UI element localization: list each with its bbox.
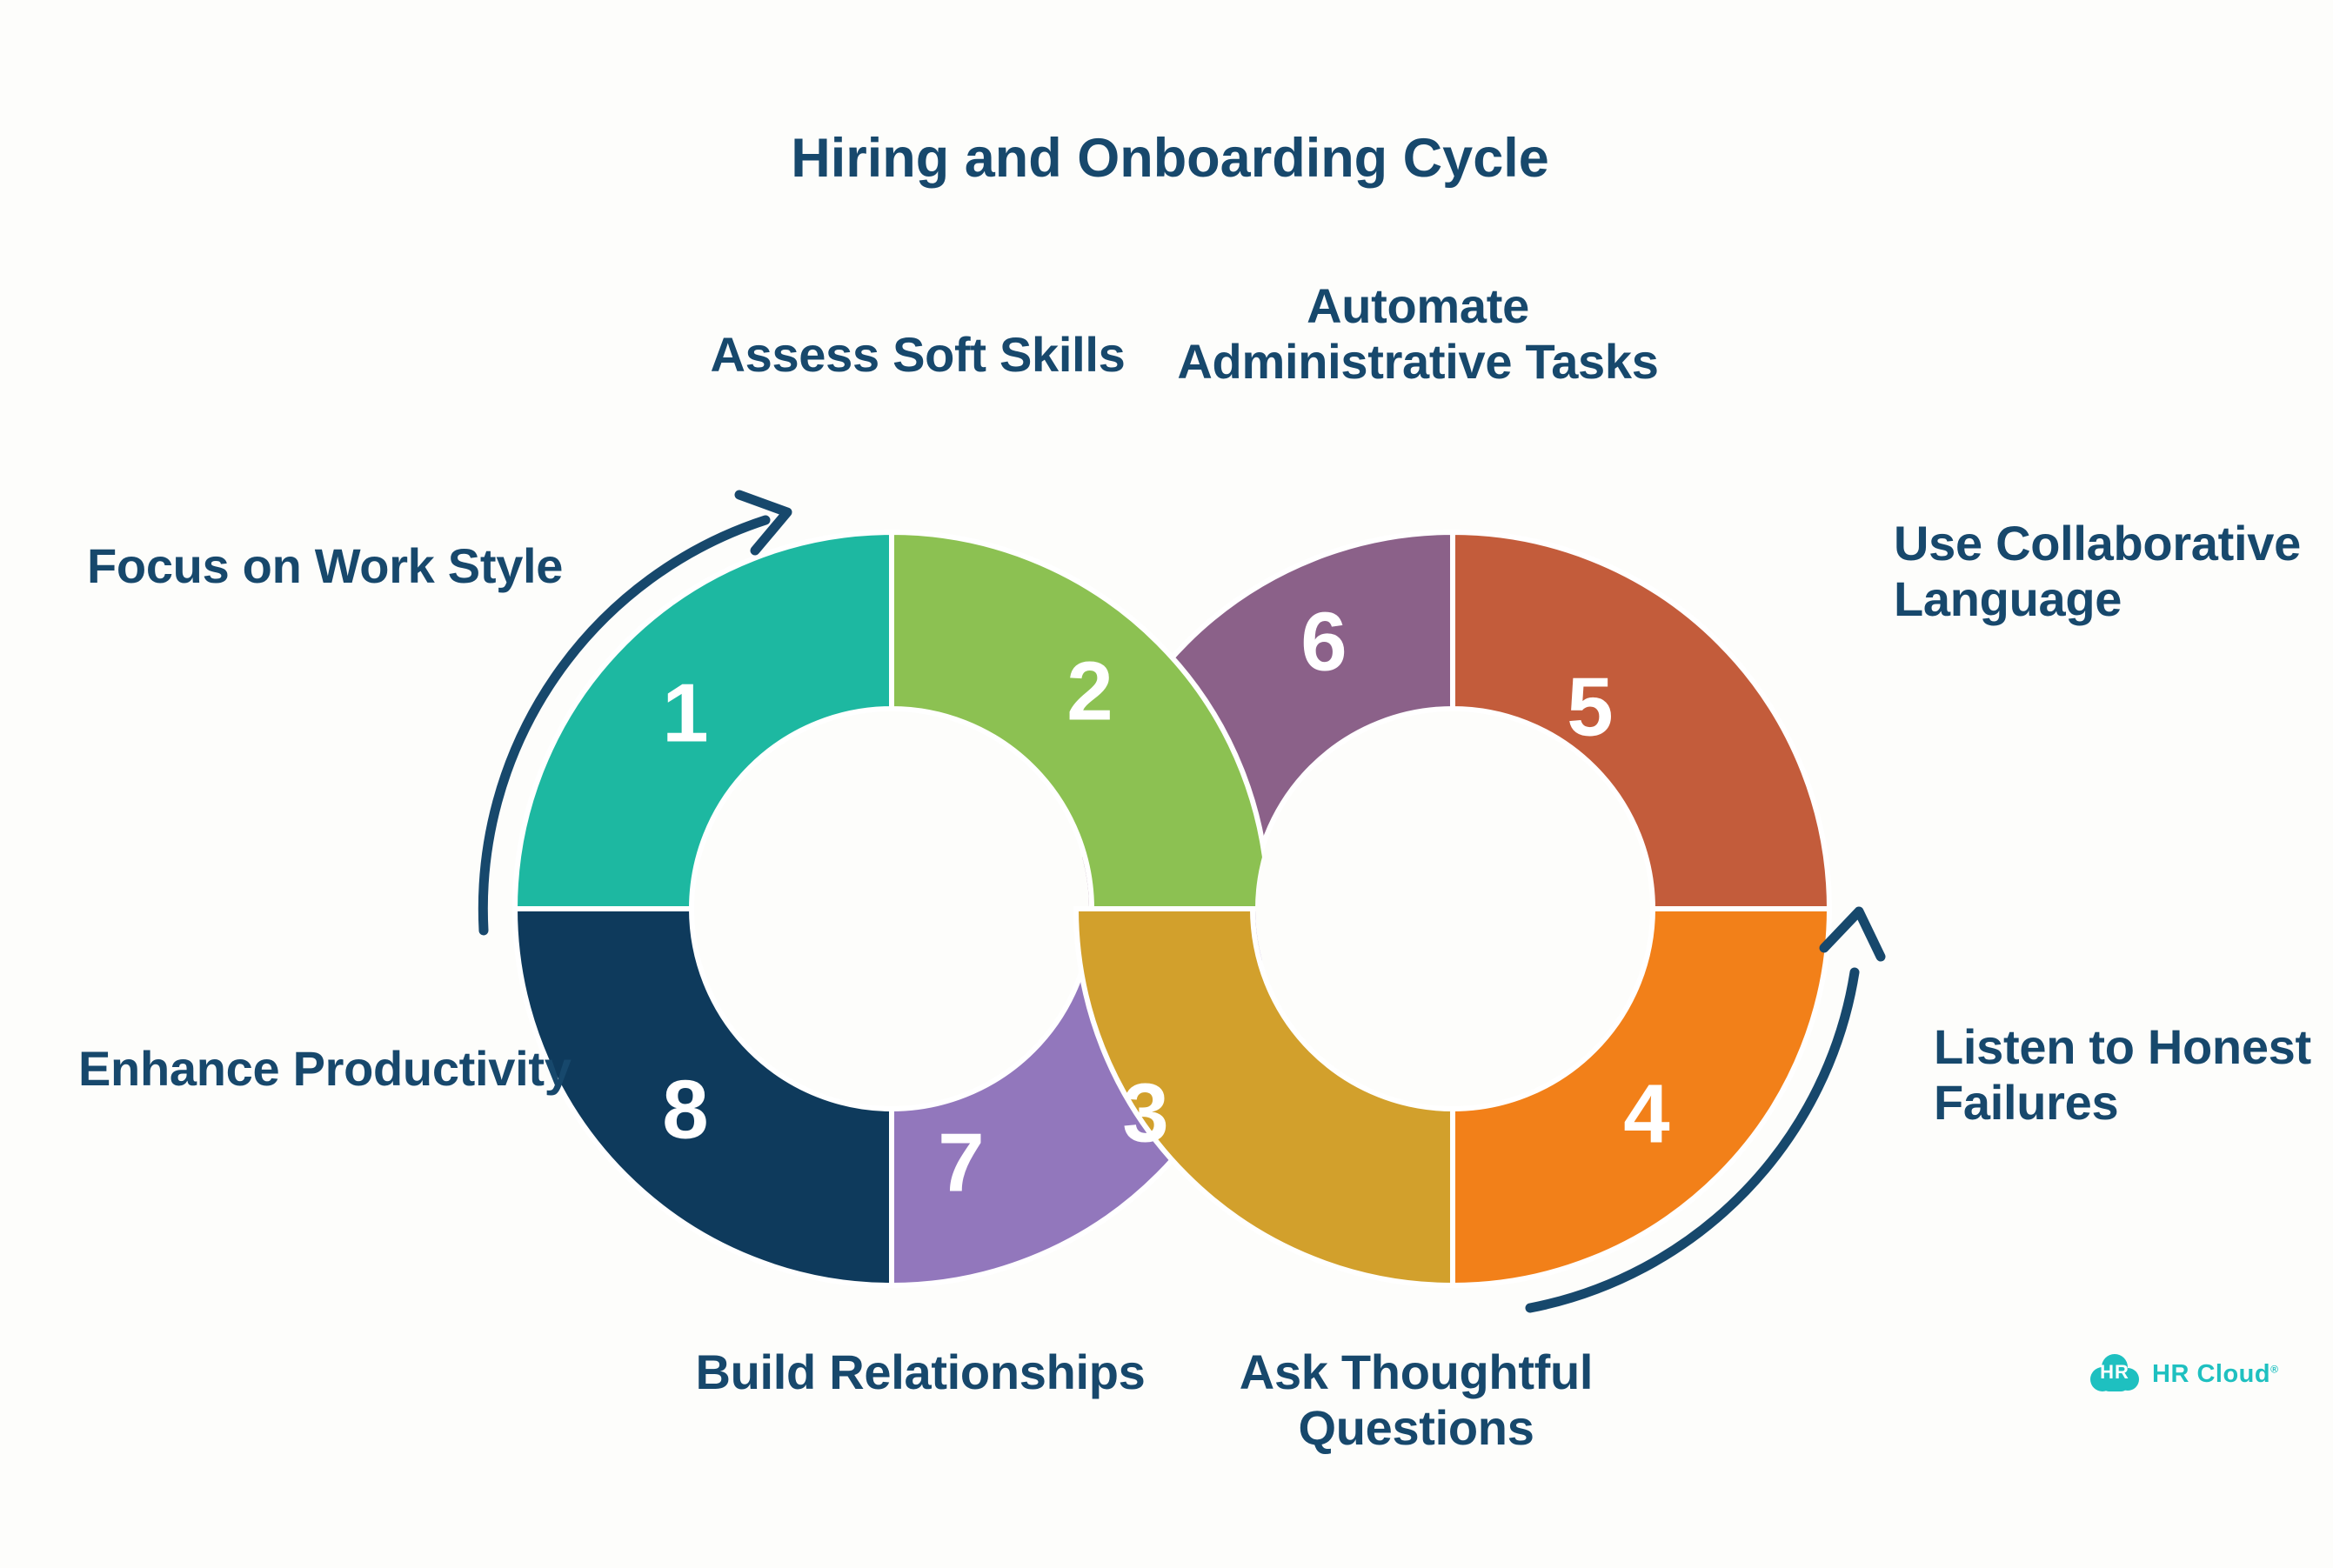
label-enhance-productivity: Enhance Productivity [78, 1041, 572, 1096]
registered-mark: ® [2270, 1362, 2279, 1375]
label-use-collaborative-language: Use Collaborative Language [1894, 516, 2301, 626]
cloud-icon [2090, 1354, 2139, 1391]
segment-5-collaborative [1450, 529, 1833, 911]
label-listen-to-honest-failures: Listen to Honest Failures [1934, 1019, 2311, 1130]
top-left-arrowhead-icon [734, 490, 792, 556]
hr-cloud-wordmark: HR Cloud® [2152, 1359, 2279, 1388]
step-number-5: 5 [1567, 661, 1613, 754]
step-number-3: 3 [1122, 1067, 1168, 1160]
hr-cloud-icon: HR [2088, 1352, 2142, 1396]
segment-4-failures [1450, 906, 1833, 1289]
step-number-4: 4 [1623, 1068, 1669, 1161]
segment-1-work-style [511, 529, 894, 911]
top-left-flow-arrow [478, 515, 771, 936]
step-number-6: 6 [1300, 596, 1347, 689]
label-automate-administrative-tasks: Automate Administrative Tasks [1177, 278, 1659, 389]
bottom-right-flow-arrow [1525, 967, 1860, 1313]
step-number-8: 8 [662, 1064, 708, 1157]
segment-3-questions [1073, 906, 1455, 1289]
step-number-7: 7 [938, 1117, 984, 1210]
segment-8-productivity [511, 906, 894, 1289]
label-ask-thoughtful-questions: Ask Thoughtful Questions [1239, 1344, 1594, 1455]
left-ring-hole [694, 711, 1089, 1106]
bottom-right-arrowhead-icon [1819, 906, 1886, 962]
step-number-2: 2 [1066, 645, 1113, 738]
label-assess-soft-skills: Assess Soft Skills [710, 327, 1126, 382]
hr-badge-text: HR [2100, 1361, 2129, 1383]
label-build-relationships: Build Relationships [695, 1344, 1146, 1399]
label-focus-on-work-style: Focus on Work Style [87, 538, 564, 593]
hr-cloud-logo: HR HR Cloud® [2088, 1350, 2278, 1398]
step-number-1: 1 [662, 667, 708, 760]
right-ring-hole [1255, 711, 1650, 1106]
page-title: Hiring and Onboarding Cycle [791, 128, 1549, 189]
